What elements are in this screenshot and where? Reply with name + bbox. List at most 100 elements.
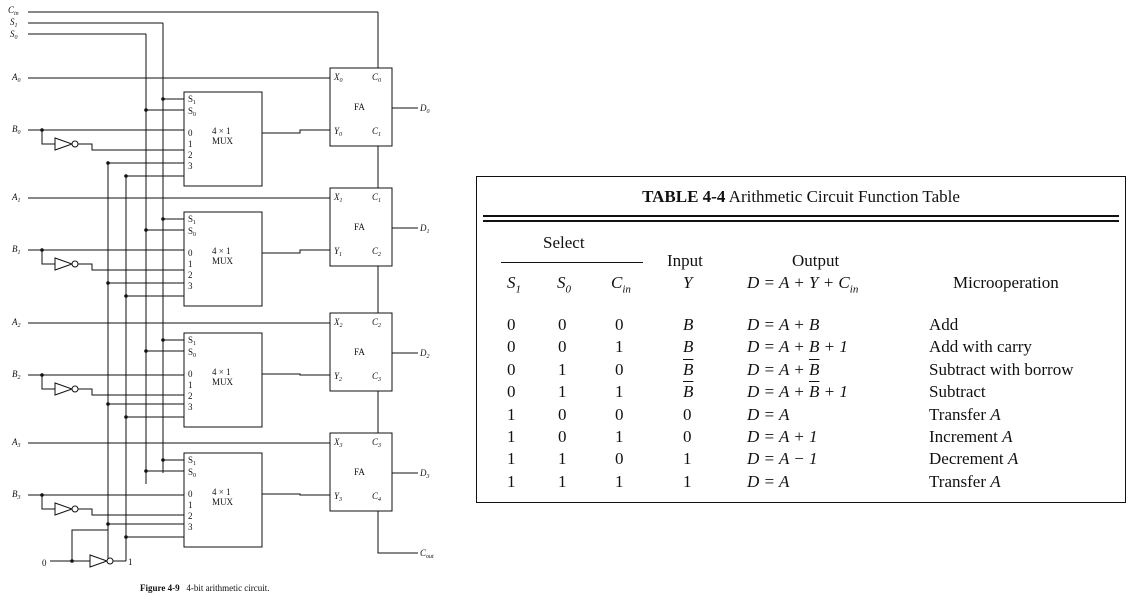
cell-cin: 1 <box>615 471 624 491</box>
cell-output: D = A + B + 1 <box>747 382 848 402</box>
select-header: Select <box>543 233 585 252</box>
fa1-cin: C1 <box>372 192 381 204</box>
junction-dot <box>161 338 165 342</box>
mux-0 <box>183 91 263 187</box>
cell-s1: 1 <box>507 471 516 491</box>
fa2-y: Y2 <box>334 371 342 383</box>
select-underline <box>501 262 643 263</box>
cell-output: D = A <box>747 471 790 491</box>
junction-dot <box>106 522 110 526</box>
b3-to-inverter <box>41 495 55 510</box>
cell-s1: 0 <box>507 315 516 334</box>
junction-dot <box>124 294 128 298</box>
mux1-out <box>262 249 330 254</box>
cell-microoperation: Add <box>929 315 959 334</box>
cell-s1: 1 <box>507 449 516 469</box>
fa-1 <box>329 187 393 267</box>
fa1-x: X1 <box>333 192 343 204</box>
one-output-label: 1 <box>128 557 133 567</box>
fa-0 <box>329 67 393 147</box>
b2-label: B2 <box>12 369 21 381</box>
cell-cin: 0 <box>615 404 624 424</box>
mux2-out <box>262 373 330 376</box>
b0-label: B0 <box>12 124 21 136</box>
mux3-size: 4 × 1 <box>212 487 231 497</box>
junction-dot <box>124 174 128 178</box>
junction-dot <box>40 373 44 377</box>
mux1-pin-2: 2 <box>188 270 193 280</box>
mux0-size: 4 × 1 <box>212 126 231 136</box>
mux0-s0: S0 <box>188 106 196 118</box>
inverter-bubble <box>71 140 79 148</box>
cell-s1: 1 <box>507 427 516 446</box>
inverter-bubble <box>71 385 79 393</box>
cell-microoperation: Increment A <box>929 427 1013 446</box>
cell-input: 0 <box>683 404 692 424</box>
cell-s0: 0 <box>558 315 567 334</box>
cin-header: Cin <box>611 273 631 296</box>
cell-input: B <box>683 382 694 402</box>
cell-microoperation: Transfer A <box>929 471 1001 491</box>
junction-dot <box>144 469 148 473</box>
mux0-pin-3: 3 <box>188 161 193 171</box>
input-header: Input <box>667 251 703 270</box>
fa1-label: FA <box>354 222 365 232</box>
table-rule-top <box>483 215 1119 217</box>
function-table: TABLE 4-4 Arithmetic Circuit Function Ta… <box>476 176 1126 503</box>
b0-bar-line <box>78 143 184 151</box>
cell-input: B <box>683 337 694 357</box>
figure-number: Figure 4-9 <box>140 583 180 593</box>
figure-caption: Figure 4-9 4-bit arithmetic circuit. <box>140 583 270 593</box>
zero-to-bus <box>71 529 108 561</box>
mux2-pin-3: 3 <box>188 402 193 412</box>
junction-dot <box>106 402 110 406</box>
cell-s0: 1 <box>558 449 567 469</box>
cell-cin: 0 <box>615 315 624 334</box>
cell-output: D = A <box>747 404 790 424</box>
cell-s1: 1 <box>507 404 516 424</box>
mux-1 <box>183 211 263 307</box>
mux0-out <box>262 129 330 134</box>
mux1-name: MUX <box>212 256 234 266</box>
table-title-text: Arithmetic Circuit Function Table <box>728 187 960 206</box>
fa2-label: FA <box>354 347 365 357</box>
table-rule-top-2 <box>483 220 1119 222</box>
fa3-cout: C4 <box>372 491 381 503</box>
b1-to-inverter <box>41 250 55 265</box>
cell-cin: 1 <box>615 382 624 402</box>
cell-cin: 0 <box>615 449 624 469</box>
mux3-pin-1: 1 <box>188 500 193 510</box>
mux1-s0: S0 <box>188 226 196 238</box>
fa-3 <box>329 432 393 512</box>
cell-input: 1 <box>683 471 692 491</box>
mux1-pin-3: 3 <box>188 281 193 291</box>
cell-output: D = A − 1 <box>747 449 818 469</box>
s0-header: S0 <box>557 273 571 296</box>
table-title: TABLE 4-4 Arithmetic Circuit Function Ta… <box>477 187 1125 207</box>
output-header: Output <box>792 251 840 270</box>
cell-s1: 0 <box>507 382 516 402</box>
b3-bar-line <box>78 508 184 516</box>
mux0-s1: S1 <box>188 94 196 106</box>
mux1-pin-0: 0 <box>188 248 193 258</box>
mux-3 <box>183 452 263 548</box>
junction-dot <box>144 349 148 353</box>
junction-dot <box>40 248 44 252</box>
a0-label: A0 <box>11 72 21 84</box>
b0-to-inverter <box>41 130 55 145</box>
mux0-pin-2: 2 <box>188 150 193 160</box>
cell-input: 0 <box>683 427 692 446</box>
cout-line <box>377 511 418 554</box>
fa3-x: X3 <box>333 437 343 449</box>
b1-inverter <box>54 257 74 271</box>
mux3-out <box>262 493 330 496</box>
fa1-y: Y1 <box>334 246 342 258</box>
mux0-pin-1: 1 <box>188 139 193 149</box>
b1-label: B1 <box>12 244 21 256</box>
fa0-label: FA <box>354 102 365 112</box>
junction-dot <box>106 281 110 285</box>
cell-microoperation: Subtract <box>929 382 986 402</box>
cell-s0: 1 <box>558 359 567 379</box>
mux-2 <box>183 332 263 428</box>
